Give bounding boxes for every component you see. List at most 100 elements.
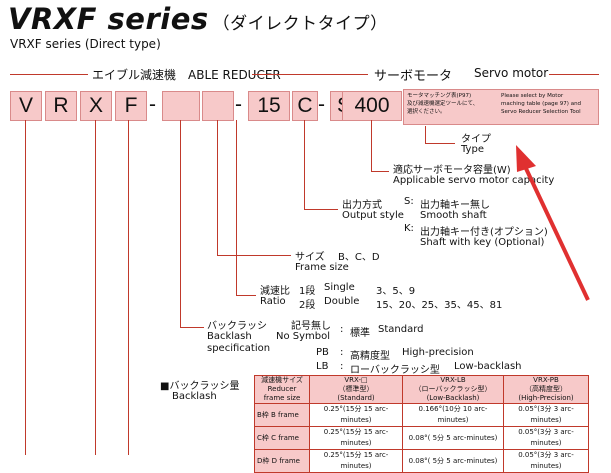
backlash-nosymbol-jp: 記号無し	[291, 321, 331, 332]
backlash-amount-jp: ■バックラッシ量	[160, 381, 240, 392]
type-jp: タイプ	[461, 134, 491, 145]
code-box-r: R	[45, 91, 77, 121]
backlash-en1: Backlash	[207, 331, 252, 342]
motor-matching-note: モータマッチング表(P97) 及び減速機選定ツールにて、 選択ください。 Ple…	[403, 89, 599, 125]
header-line: (High-Precision)	[518, 394, 574, 402]
ratio-stage2: 2段	[299, 300, 316, 311]
backlash-lb-jp: ローバックラッシ型	[350, 365, 440, 376]
arrow-head	[516, 145, 536, 172]
output-k-en: Shaft with key (Optional)	[420, 237, 545, 248]
code-box-x: X	[80, 91, 112, 121]
ratio-stage1: 1段	[299, 286, 316, 297]
size-values: B、C、D	[338, 252, 380, 263]
leader-line	[180, 120, 181, 328]
note-line: Servo Reducer Selection Tool	[501, 109, 581, 115]
backlash-pb-en: High-precision	[402, 347, 474, 358]
output-k-code: K:	[404, 223, 414, 234]
output-s-code: S:	[404, 196, 414, 207]
servo-header-jp: サーボモータ	[374, 69, 453, 84]
ratio-stage2-values: 15、20、25、35、45、81	[376, 300, 503, 311]
size-jp: サイズ	[295, 252, 325, 263]
leader-line	[95, 120, 96, 455]
table-row: D枠 D frame 0.25°(15分 15 arc-minutes) 0.0…	[254, 449, 589, 473]
leader-line	[217, 120, 218, 256]
servo-capacity-jp: 適応サーボモータ容量(W)	[393, 165, 511, 176]
backlash-lb: LB	[316, 361, 329, 372]
servo-header-en: Servo motor	[474, 66, 549, 80]
leader-line	[236, 295, 256, 296]
page-title: VRXF series（ダイレクトタイプ）	[8, 2, 388, 36]
table-cell: 0.08°( 5分 5 arc-minutes)	[402, 449, 504, 473]
code-box-ratio: 15	[248, 91, 290, 121]
code-box-backlash	[162, 91, 200, 121]
code-box-size	[202, 91, 234, 121]
leader-line	[217, 255, 291, 256]
backlash-nosymbol-en: No Symbol	[276, 331, 331, 342]
note-line: 選択ください。	[407, 109, 446, 115]
table-header: VRX-□（標準型）(Standard)	[309, 375, 403, 404]
table-header: VRX-PB（高精度型）(High-Precision)	[503, 375, 589, 404]
header-line: (Low-Backlash)	[426, 394, 480, 402]
code-box-capacity: 400	[342, 91, 402, 121]
table-cell: 0.25°(15分 15 arc-minutes)	[309, 403, 403, 427]
backlash-pb-jp: 高精度型	[350, 351, 390, 362]
table-cell: D枠 D frame	[254, 449, 310, 473]
backlash-colon: :	[340, 347, 344, 358]
header-line: VRX-□	[344, 376, 368, 384]
table-cell: 0.25°(15分 15 arc-minutes)	[309, 426, 403, 450]
leader-line	[180, 327, 204, 328]
table-row: C枠 C frame 0.25°(15分 15 arc-minutes) 0.0…	[254, 426, 589, 450]
output-jp: 出力方式	[342, 200, 382, 211]
size-en: Frame size	[295, 262, 349, 273]
divider-line	[10, 74, 88, 75]
leader-line	[304, 120, 305, 210]
leader-line	[371, 120, 372, 172]
table-cell: B枠 B frame	[254, 403, 310, 427]
backlash-colon: :	[340, 361, 344, 372]
backlash-lb-en: Low-backlash	[454, 361, 522, 372]
table-cell: 0.05°(3分 3 arc-minutes)	[503, 426, 589, 450]
output-s-jp: 出力軸キー無し	[420, 200, 490, 211]
backlash-pb: PB	[316, 347, 329, 358]
header-line: VRX-LB	[440, 376, 466, 384]
table-cell: 0.166°(10分 10 arc-minutes)	[402, 403, 504, 427]
ratio-stage1-values: 3、5、9	[376, 286, 416, 297]
backlash-std-jp: 標準	[350, 328, 370, 339]
table-cell: 0.08°( 5分 5 arc-minutes)	[402, 426, 504, 450]
backlash-en2: specification	[207, 343, 271, 354]
title-jp: （ダイレクトタイプ）	[212, 14, 388, 34]
code-dash: -	[235, 93, 242, 116]
backlash-amount-en: Backlash	[172, 391, 217, 402]
leader-line	[371, 171, 389, 172]
ratio-jp: 減速比	[260, 286, 290, 297]
code-dash: -	[149, 93, 156, 116]
leader-line	[425, 143, 455, 144]
type-en: Type	[461, 144, 484, 155]
leader-line	[128, 120, 129, 455]
header-line: 減速機サイズ	[261, 376, 303, 384]
backlash-jp: バックラッシ	[207, 321, 267, 332]
header-line: VRX-PB	[533, 376, 559, 384]
note-line: モータマッチング表(P97)	[407, 93, 472, 99]
table-cell: 0.05°(3分 3 arc-minutes)	[503, 449, 589, 473]
table-cell: 0.05°(3分 3 arc-minutes)	[503, 403, 589, 427]
header-line: (Standard)	[337, 394, 375, 402]
leader-line	[425, 126, 426, 144]
divider-line	[252, 74, 368, 75]
note-line: maching table (page 97) and	[501, 101, 582, 107]
code-box-v: V	[10, 91, 42, 121]
table-cell: 0.25°(15分 15 arc-minutes)	[309, 449, 403, 473]
header-line: frame size	[263, 394, 301, 402]
table-cell: C枠 C frame	[254, 426, 310, 450]
code-dash: -	[318, 93, 325, 116]
servo-capacity-en: Applicable servo motor capacity	[393, 175, 555, 186]
note-line: Please select by Motor	[501, 93, 564, 99]
page-subtitle: VRXF series (Direct type)	[10, 37, 161, 51]
table-header: VRX-LB（ローバックラッシ型）(Low-Backlash)	[402, 375, 504, 404]
output-s-en: Smooth shaft	[420, 210, 487, 221]
leader-line	[25, 120, 26, 455]
reducer-header: エイブル減速機 ABLE REDUCER	[92, 68, 281, 82]
